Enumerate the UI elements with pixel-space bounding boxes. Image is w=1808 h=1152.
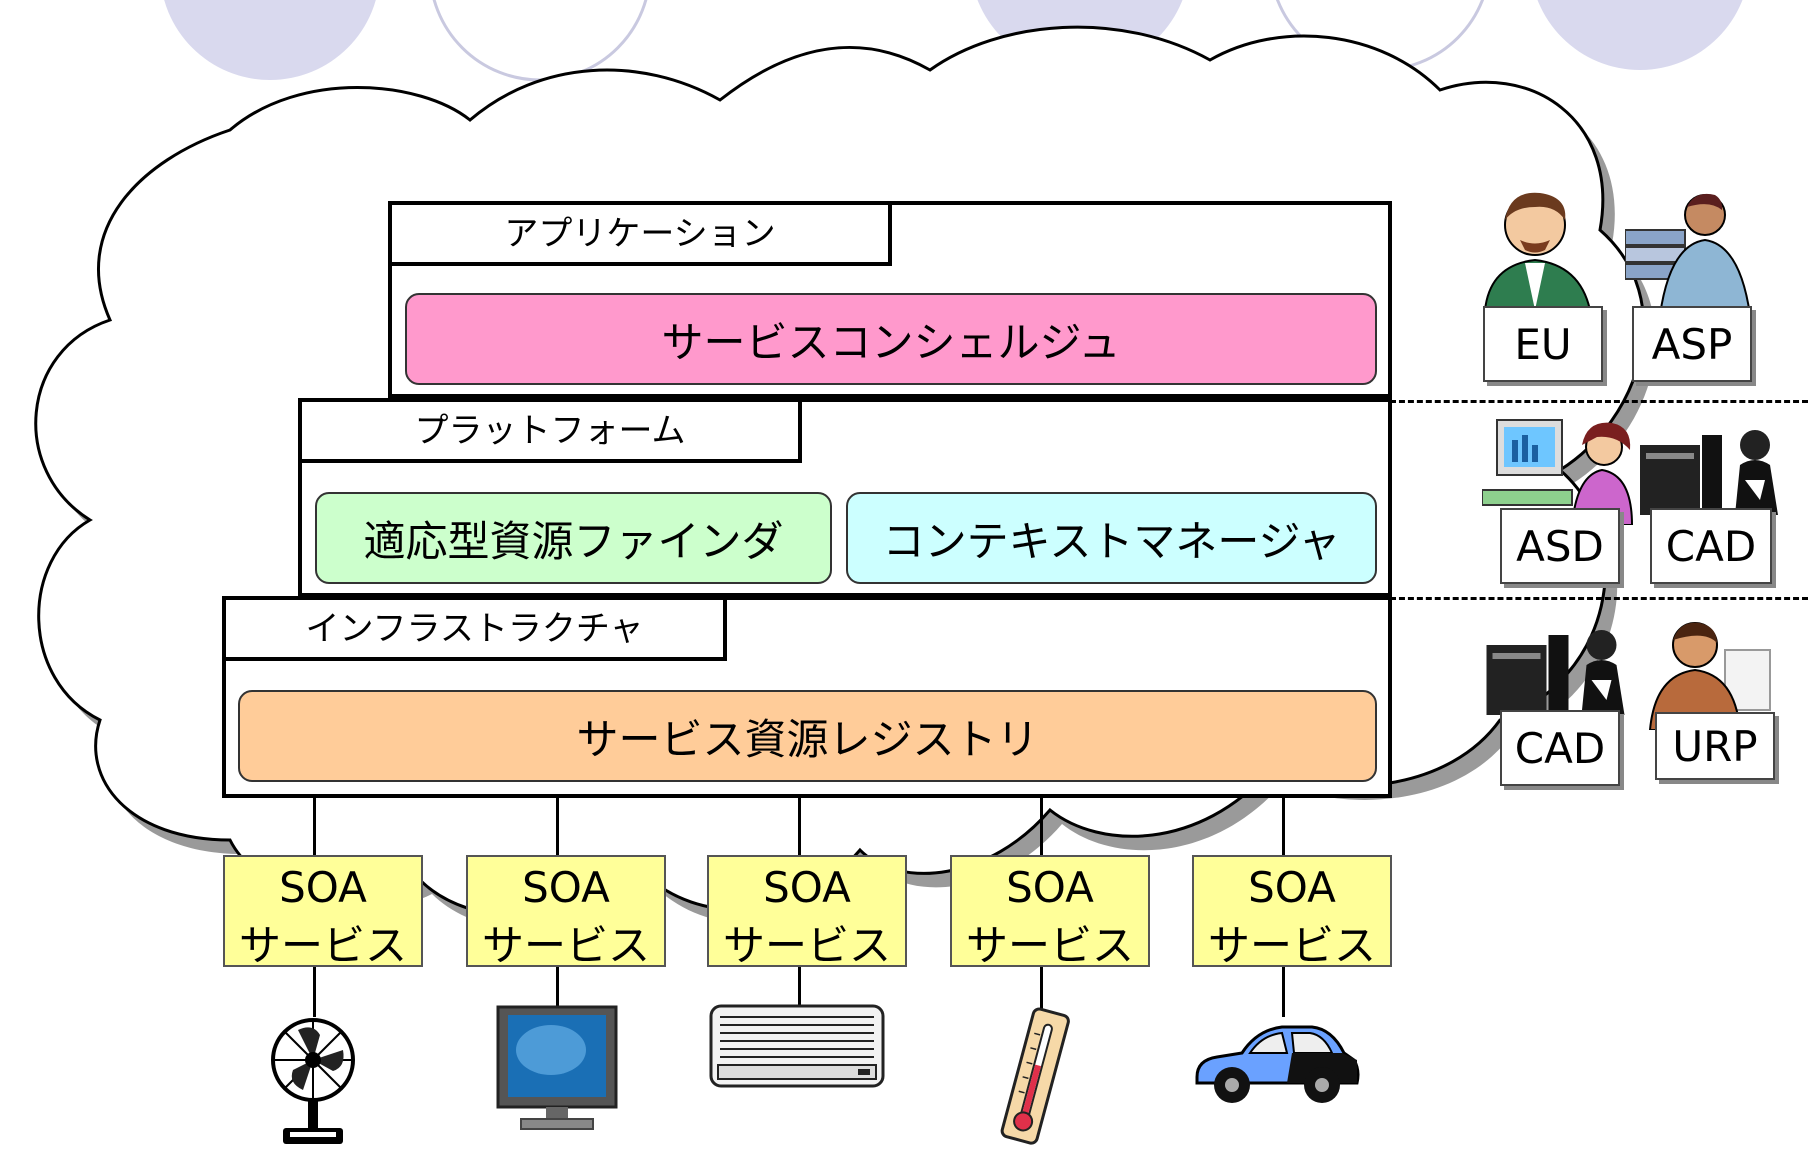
connector-line <box>556 798 559 855</box>
role-label-cad: CAD <box>1650 508 1772 584</box>
context-manager-bar: コンテキストマネージャ <box>846 492 1377 584</box>
role-label-cad: CAD <box>1500 710 1620 786</box>
separator-line <box>1390 597 1808 600</box>
soa-label: SOA <box>279 863 367 912</box>
bubble <box>1537 0 1743 70</box>
role-label-urp: URP <box>1655 712 1775 780</box>
air-conditioner-icon <box>709 1004 885 1088</box>
role-label-eu: EU <box>1483 306 1603 382</box>
service-label: サービス <box>965 921 1134 970</box>
service-concierge-bar: サービスコンシェルジュ <box>405 293 1377 385</box>
device-connector-line <box>556 967 559 1007</box>
separator-line <box>1390 400 1808 403</box>
soa-label: SOA <box>1006 863 1094 912</box>
server-engineer-icon <box>1625 193 1752 315</box>
person-with-computer-icon <box>1486 630 1625 715</box>
infrastructure-tab: インフラストラクチャ <box>222 596 727 661</box>
platform-tab: プラットフォーム <box>298 398 802 463</box>
fan-icon <box>271 1018 355 1144</box>
service-label: サービス <box>481 921 650 970</box>
role-label-asp: ASP <box>1632 306 1752 382</box>
bubble <box>164 0 376 80</box>
connector-line <box>798 798 801 855</box>
device-connector-line <box>1040 967 1043 1012</box>
service-resource-registry-bar: サービス資源レジストリ <box>238 690 1377 782</box>
soa-service-box: SOA サービス <box>950 855 1150 970</box>
soa-service-box: SOA サービス <box>466 855 666 970</box>
adaptive-resource-finder-bar: 適応型資源ファインダ <box>315 492 832 584</box>
service-label: サービス <box>1207 921 1376 970</box>
device-connector-line <box>1282 967 1285 1017</box>
application-tab: アプリケーション <box>388 201 892 266</box>
connector-line <box>1040 798 1043 855</box>
soa-label: SOA <box>522 863 610 912</box>
car-icon <box>1195 1025 1360 1103</box>
device-connector-line <box>313 967 316 1017</box>
connector-line <box>1282 798 1285 855</box>
person-with-computer-icon <box>1640 430 1778 515</box>
connector-line <box>313 798 316 855</box>
monitor-icon <box>496 1005 618 1130</box>
service-label: サービス <box>722 921 891 970</box>
role-label-asd: ASD <box>1500 508 1620 584</box>
service-label: サービス <box>238 921 407 970</box>
device-connector-line <box>798 967 801 1007</box>
soa-label: SOA <box>763 863 851 912</box>
user-person-icon <box>1483 192 1592 310</box>
soa-service-box: SOA サービス <box>223 855 423 970</box>
soa-service-box: SOA サービス <box>1192 855 1392 970</box>
soa-service-box: SOA サービス <box>707 855 907 970</box>
soa-label: SOA <box>1248 863 1336 912</box>
thermometer-icon <box>1000 1007 1070 1145</box>
